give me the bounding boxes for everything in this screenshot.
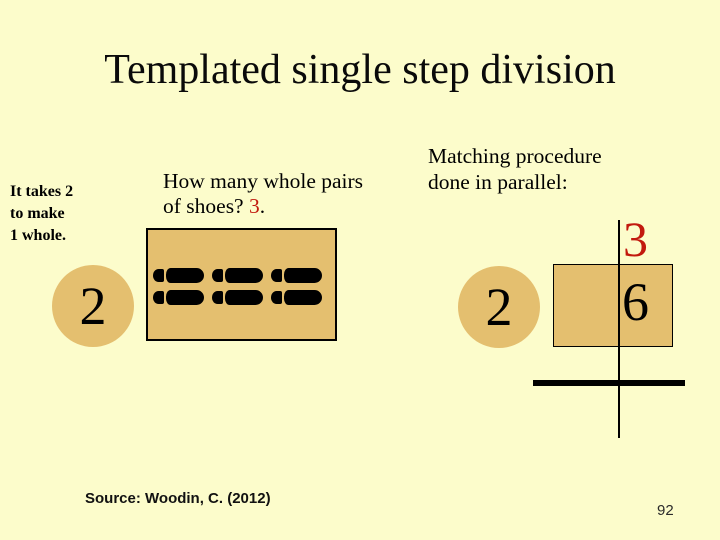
- footprint-sole: [166, 290, 204, 305]
- footprint-heel: [153, 269, 164, 282]
- footprint: [153, 290, 206, 305]
- right-heading-line-1: Matching procedure: [428, 144, 602, 168]
- footprint: [153, 268, 206, 283]
- footprint-heel: [212, 291, 223, 304]
- footprint-heel: [271, 269, 282, 282]
- footprint-sole: [225, 268, 263, 283]
- quotient-value: 3: [623, 211, 648, 267]
- footprint-sole: [225, 290, 263, 305]
- question-line-1: How many whole pairs: [163, 169, 364, 193]
- footprint-sole: [284, 290, 322, 305]
- shoe-box: [146, 228, 337, 341]
- footprint: [271, 290, 324, 305]
- right-heading: Matching procedure done in parallel:: [428, 143, 602, 195]
- footprint-sole: [284, 268, 322, 283]
- right-heading-line-2: done in parallel:: [428, 170, 568, 194]
- divisor-value-right: 2: [485, 277, 513, 337]
- division-vertical-line: [618, 220, 620, 438]
- question-line-2: of shoes? 3.: [163, 194, 363, 219]
- question-text: How many whole pairs of shoes? 3.: [163, 169, 363, 219]
- footprint: [212, 268, 265, 283]
- dividend-value: 6: [622, 272, 649, 332]
- footprint: [212, 290, 265, 305]
- left-note: It takes 2 to make 1 whole.: [10, 181, 73, 247]
- footprint: [271, 268, 324, 283]
- question-answer: 3: [248, 194, 260, 218]
- question-line-2-prefix: of shoes?: [163, 194, 249, 218]
- footprint-sole: [166, 268, 204, 283]
- division-box: [553, 264, 673, 347]
- source-citation: Source: Woodin, C. (2012): [85, 490, 271, 507]
- divisor-circle-left: 2: [52, 265, 134, 347]
- page-number: 92: [657, 502, 674, 519]
- slide-title: Templated single step division: [104, 47, 616, 93]
- footprint-heel: [153, 291, 164, 304]
- footprint-heel: [212, 269, 223, 282]
- division-answer-line: [533, 380, 685, 386]
- footprint-heel: [271, 291, 282, 304]
- left-note-line-3: 1 whole.: [10, 227, 66, 244]
- question-period: .: [259, 194, 266, 218]
- divisor-circle-right: 2: [458, 266, 540, 348]
- left-note-line-2: to make: [10, 205, 65, 222]
- divisor-value-left: 2: [79, 276, 107, 336]
- left-note-line-1: It takes 2: [10, 183, 74, 200]
